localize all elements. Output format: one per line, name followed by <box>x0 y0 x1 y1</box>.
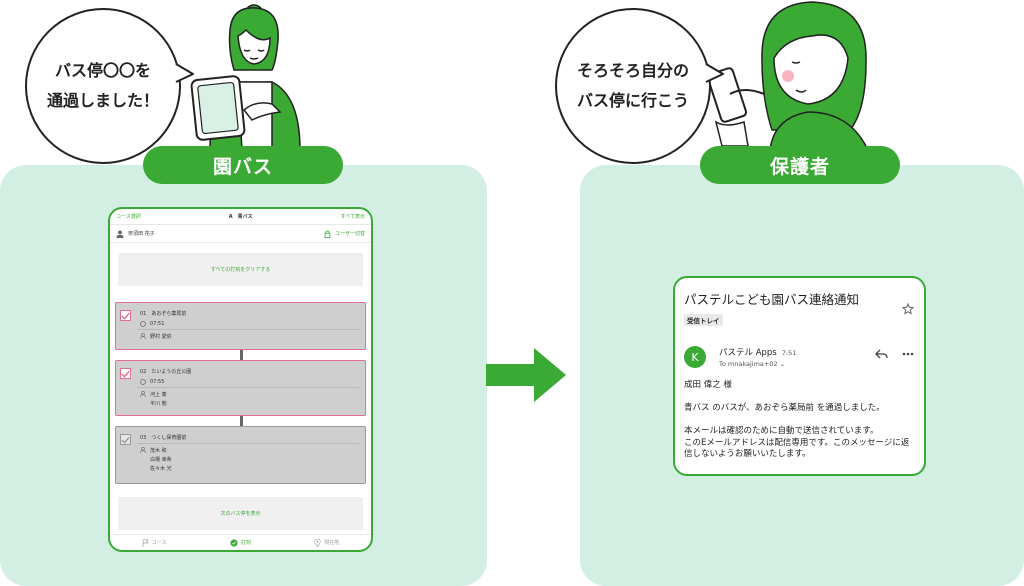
more-options-icon[interactable] <box>902 349 914 359</box>
tab-stamp[interactable]: 打刻 <box>230 538 251 547</box>
stop-name: 01 あおぞら薬局前 <box>140 311 187 317</box>
child-name: 平川 勉 <box>150 401 167 407</box>
stop-time: 07:55 <box>150 379 165 385</box>
stop-checkbox[interactable] <box>120 434 131 445</box>
email-body-line: 成田 偉之 様 <box>684 380 732 390</box>
stop-connector <box>240 350 243 360</box>
bubble-left-line-2: 通過しました！ <box>46 91 159 110</box>
reply-icon[interactable] <box>875 349 888 359</box>
bubble-right-line-1: そろそろ自分の <box>576 61 689 80</box>
tablet-header: コース選択 A 青バス すべて表示 <box>110 209 371 225</box>
clear-all-button[interactable]: すべての打刻をクリアする <box>118 253 363 286</box>
sender-row: パステル Apps 7:51 <box>719 346 796 358</box>
stop-list: 01 あおぞら薬局前 07:51 野村 愛依 02 たいようの丘公園 07:55 <box>110 302 371 484</box>
tab-course-label: コース <box>151 540 167 546</box>
email-body-line: 本メールは確認のために自動で送信されています。 <box>684 426 879 436</box>
child-name: 白場 幸希 <box>150 457 172 463</box>
star-icon[interactable] <box>902 303 914 315</box>
flow-arrow-icon <box>486 348 566 402</box>
lock-icon <box>324 230 331 238</box>
speech-bubble-left: バス停〇〇を 通過しました！ <box>25 8 181 164</box>
tab-location[interactable]: 現在地 <box>314 538 340 547</box>
bubble-right-line-2: バス停に行こう <box>576 91 689 110</box>
clock-icon <box>140 321 146 327</box>
flag-icon <box>142 538 149 547</box>
stop-checkbox[interactable] <box>120 310 131 321</box>
location-pin-icon <box>314 538 321 547</box>
stop-card[interactable]: 03 つくし保育園前 茂木 和 白場 幸希 佐々木 光 <box>115 426 366 484</box>
tab-stamp-label: 打刻 <box>240 540 251 546</box>
bus-label: 園バス <box>143 146 343 184</box>
checkmark-icon <box>121 312 130 320</box>
switch-user-button[interactable]: ユーザー切替 <box>324 230 365 238</box>
guardian-label: 保護者 <box>700 146 900 184</box>
tab-course[interactable]: コース <box>142 538 167 547</box>
speech-bubble-right-tail-icon <box>705 63 724 83</box>
email-body-line: このEメールアドレスは配信専用です。このメッセージに返 <box>684 437 910 448</box>
tablet-user-row: 奈須田 花子 ユーザー切替 <box>110 225 371 243</box>
staff-illustration-icon <box>190 4 301 150</box>
tab-location-label: 現在地 <box>324 540 340 546</box>
check-circle-icon <box>230 538 238 547</box>
child-icon <box>140 333 146 339</box>
stop-card[interactable]: 01 あおぞら薬局前 07:51 野村 愛依 <box>115 302 366 350</box>
stop-name: 03 つくし保育園前 <box>140 435 187 441</box>
email-notification-card: パステルこども園バス連絡通知 受信トレイ K パステル Apps 7:51 To… <box>673 276 926 476</box>
child-icon <box>140 447 146 453</box>
child-name: 野村 愛依 <box>150 334 172 340</box>
recipient-line[interactable]: To mnakajima+02 ⌄ <box>719 360 786 368</box>
guardian-illustration-icon <box>706 1 869 150</box>
switch-user-label: ユーザー切替 <box>335 231 365 237</box>
stop-name: 02 たいようの丘公園 <box>140 369 192 375</box>
email-body-line: 信しないようお願いいたします。 <box>684 449 811 459</box>
tablet-tab-bar: コース 打刻 現在地 <box>110 534 371 550</box>
tablet-screen: コース選択 A 青バス すべて表示 奈須田 花子 ユーザー切替 すべての打刻をク… <box>108 207 373 552</box>
course-select-link[interactable]: コース選択 <box>116 214 141 220</box>
email-body-line <box>684 392 916 404</box>
bubble-left-line-1: バス停〇〇を <box>54 61 151 80</box>
checkmark-icon <box>121 370 130 378</box>
stop-time: 07:51 <box>150 321 165 327</box>
child-name: 茂木 和 <box>150 448 167 454</box>
email-subject: パステルこども園バス連絡通知 <box>684 292 860 307</box>
inbox-badge: 受信トレイ <box>684 314 723 326</box>
user-name: 奈須田 花子 <box>128 231 155 237</box>
email-body-line: 青バス のバスが、あおぞら薬局前 を通過しました。 <box>684 403 885 413</box>
child-name: 河上 奏 <box>150 392 167 398</box>
stop-card[interactable]: 02 たいようの丘公園 07:55 河上 奏 平川 勉 <box>115 360 366 416</box>
speech-bubble-right: そろそろ自分の バス停に行こう <box>555 8 711 164</box>
sent-time: 7:51 <box>781 349 797 357</box>
sender-name: パステル Apps <box>719 348 777 358</box>
child-icon <box>140 391 146 397</box>
stop-checkbox[interactable] <box>120 368 131 379</box>
show-all-link[interactable]: すべて表示 <box>340 214 365 220</box>
email-body: 成田 偉之 様 青バス のバスが、あおぞら薬局前 を通過しました。 本メールは確… <box>684 380 916 461</box>
checkmark-icon <box>121 436 130 444</box>
next-stop-button[interactable]: 次のバス停を表示 <box>118 497 363 530</box>
child-name: 佐々木 光 <box>150 466 172 472</box>
email-body-line <box>684 415 916 427</box>
sender-avatar: K <box>684 346 706 368</box>
user-icon <box>116 229 124 238</box>
clock-icon <box>140 379 146 385</box>
speech-bubble-left-tail-icon <box>175 63 194 83</box>
stop-connector <box>240 416 243 426</box>
tablet-title: A 青バス <box>228 214 253 220</box>
